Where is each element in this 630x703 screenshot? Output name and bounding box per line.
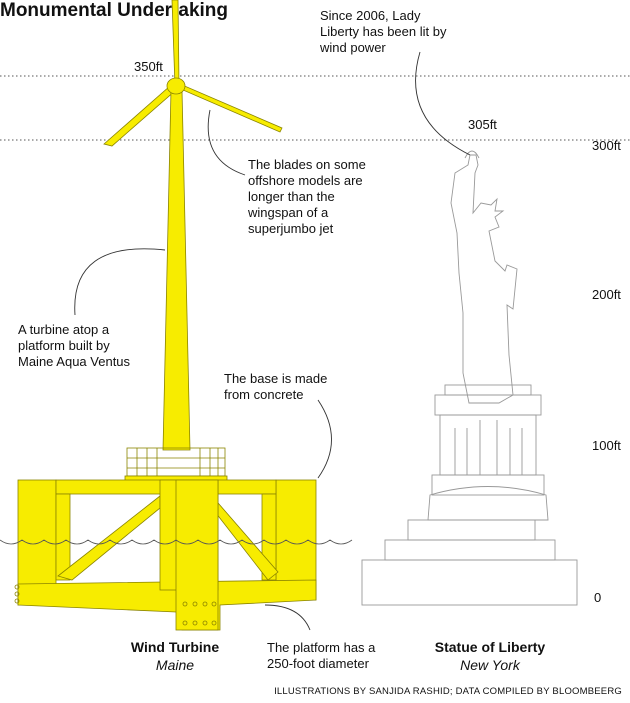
bolts	[14, 584, 217, 626]
hub	[166, 77, 186, 95]
turbine-place: Maine	[155, 657, 195, 673]
statue-base	[361, 559, 578, 606]
turbine-height-label: 350ft	[134, 59, 163, 74]
height-guides	[0, 75, 630, 141]
axis-tick-200: 200ft	[592, 287, 621, 302]
annotation-lady-liberty: Since 2006, Lady Liberty has been lit by…	[320, 8, 447, 55]
annotation-diameter: The platform has a 250-foot diameter	[267, 640, 376, 671]
annotation-platform: A turbine atop a platform built by Maine…	[18, 322, 131, 369]
arrow-liberty	[415, 51, 471, 156]
statue-caption: Statue of Liberty New York	[415, 638, 565, 674]
annotation-base: The base is made from concrete	[224, 371, 328, 402]
blade-up	[171, 0, 180, 87]
blade-right	[179, 83, 283, 133]
statue-of-liberty	[361, 150, 578, 606]
wind-turbine	[17, 0, 317, 631]
tower	[162, 89, 191, 451]
bottom-pontoon	[17, 579, 317, 631]
page-title: Monumental Undertaking	[0, 0, 229, 21]
water-waves	[0, 539, 353, 545]
turbine-name: Wind Turbine	[130, 639, 220, 655]
statue-place: New York	[460, 657, 520, 673]
axis-tick-0: 0	[594, 590, 602, 605]
left-brace	[57, 495, 161, 581]
turbine-caption: Wind Turbine Maine	[110, 638, 240, 674]
statue-height-label: 305ft	[468, 117, 497, 132]
leader-arrows	[74, 51, 471, 631]
torch-flame	[464, 150, 480, 159]
credit-line: ILLUSTRATIONS BY SANJIDA RASHID; DATA CO…	[274, 686, 622, 697]
axis-tick-300: 300ft	[592, 138, 621, 153]
statue-name: Statue of Liberty	[434, 639, 546, 655]
blade-left	[103, 85, 177, 147]
axis-tick-100: 100ft	[592, 438, 621, 453]
statue-figure	[450, 154, 518, 404]
annotation-blades: The blades on some offshore models are l…	[248, 157, 366, 236]
